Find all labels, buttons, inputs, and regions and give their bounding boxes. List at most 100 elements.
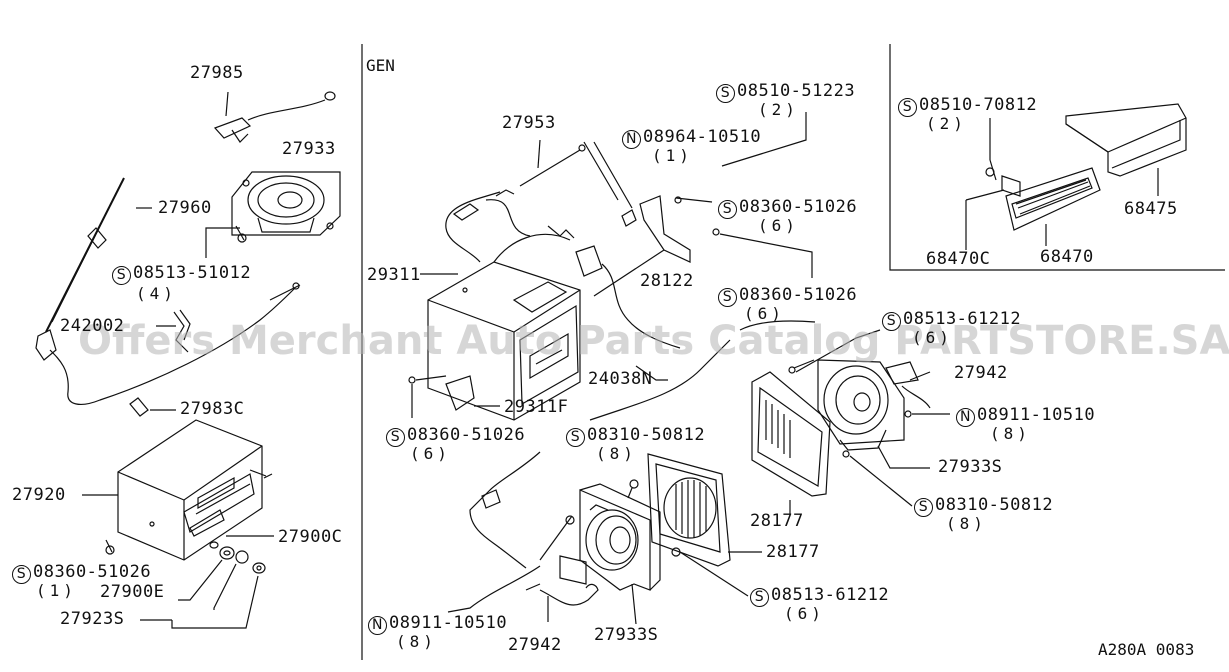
s-symbol-icon: S <box>750 588 769 607</box>
s-symbol-icon: S <box>718 200 737 219</box>
part-28177-grille-upper <box>751 371 831 514</box>
part-24038n-cable <box>589 320 816 421</box>
part-label[interactable]: 27953 <box>502 113 556 133</box>
inset-box <box>889 44 1225 271</box>
part-27933-speaker <box>231 171 341 236</box>
part-label[interactable]: 27920 <box>12 485 66 505</box>
part-label[interactable]: 29311 <box>367 265 421 285</box>
s-symbol-icon: S <box>898 98 917 117</box>
part-27900-knobs <box>105 539 266 629</box>
quantity: (2) <box>926 114 967 133</box>
part-68475-box <box>1065 103 1187 196</box>
quantity: (8) <box>596 444 637 463</box>
part-label[interactable]: 28122 <box>640 271 694 291</box>
part-label[interactable]: 68470C <box>926 249 991 269</box>
part-label[interactable]: 27900C <box>278 527 343 547</box>
quantity: (8) <box>946 514 987 533</box>
part-27933s-speaker-upper <box>788 329 950 507</box>
part-27985-clip <box>213 91 336 143</box>
part-label[interactable]: 24038N <box>588 369 653 389</box>
quantity: (1) <box>36 581 77 600</box>
quantity: (4) <box>136 284 177 303</box>
diagram-code: A280A 0083 <box>1098 640 1195 659</box>
quantity: (8) <box>990 424 1031 443</box>
part-label[interactable]: 242002 <box>60 316 125 336</box>
quantity: (6) <box>912 328 953 347</box>
part-label[interactable]: 28177 <box>750 511 804 531</box>
part-label[interactable]: 27933S <box>938 457 1003 477</box>
part-label[interactable]: 68470 <box>1040 247 1094 267</box>
quantity: (6) <box>758 216 799 235</box>
part-number: 08513-61212 <box>903 309 1022 329</box>
part-27960-antenna <box>35 177 301 406</box>
s-symbol-icon: S <box>914 498 933 517</box>
quantity: (2) <box>758 100 799 119</box>
part-number: 08964-10510 <box>643 127 762 147</box>
part-29311f-bracket <box>408 375 500 418</box>
part-number: 08310-50812 <box>935 495 1054 515</box>
quantity: (6) <box>784 604 825 623</box>
part-number: 08360-51026 <box>739 285 858 305</box>
part-number: 08513-51012 <box>133 263 252 283</box>
s-symbol-icon: S <box>716 84 735 103</box>
s-symbol-icon: S <box>112 266 131 285</box>
part-number: 08360-51026 <box>407 425 526 445</box>
quantity: (6) <box>410 444 451 463</box>
n-symbol-icon: N <box>368 616 387 635</box>
s-symbol-icon: S <box>566 428 585 447</box>
part-29311-radio <box>420 225 681 421</box>
part-label[interactable]: 27960 <box>158 198 212 218</box>
part-label[interactable]: 27933 <box>282 139 336 159</box>
part-label[interactable]: 27983C <box>180 399 245 419</box>
part-label[interactable]: 68475 <box>1124 199 1178 219</box>
s-symbol-icon: S <box>386 428 405 447</box>
part-label[interactable]: 27923S <box>60 609 125 629</box>
n-symbol-icon: N <box>622 130 641 149</box>
part-number: 08310-50812 <box>587 425 706 445</box>
part-label[interactable]: 29311F <box>504 397 569 417</box>
s-symbol-icon: S <box>882 312 901 331</box>
part-27920-radio <box>82 419 274 561</box>
part-label[interactable]: 27933S <box>594 625 659 645</box>
quantity: (8) <box>396 632 437 651</box>
part-68470-bezel <box>965 118 1101 250</box>
part-27933s-speaker-lower <box>579 479 661 591</box>
part-label[interactable]: 28177 <box>766 542 820 562</box>
part-label[interactable]: 27900E <box>100 582 165 602</box>
part-cable-clips <box>129 309 191 417</box>
part-label[interactable]: 27942 <box>508 635 562 655</box>
part-lower-harness <box>447 451 749 625</box>
part-number: 08911-10510 <box>389 613 508 633</box>
part-label[interactable]: 27942 <box>954 363 1008 383</box>
part-number: 08510-70812 <box>919 95 1038 115</box>
part-label[interactable]: 27985 <box>190 63 244 83</box>
s-symbol-icon: S <box>12 565 31 584</box>
n-symbol-icon: N <box>956 408 975 427</box>
watermark: Offers Merchant Auto Parts Catalog PARTS… <box>78 318 1229 364</box>
part-number: 08911-10510 <box>977 405 1096 425</box>
part-number: 08360-51026 <box>33 562 152 582</box>
part-number: 08360-51026 <box>739 197 858 217</box>
quantity: (6) <box>744 304 785 323</box>
part-number: 08510-51223 <box>737 81 856 101</box>
part-number: 08513-61212 <box>771 585 890 605</box>
section-label: GEN <box>366 56 395 75</box>
part-27953-cable <box>445 139 586 263</box>
part-28122-bracket <box>583 112 813 297</box>
